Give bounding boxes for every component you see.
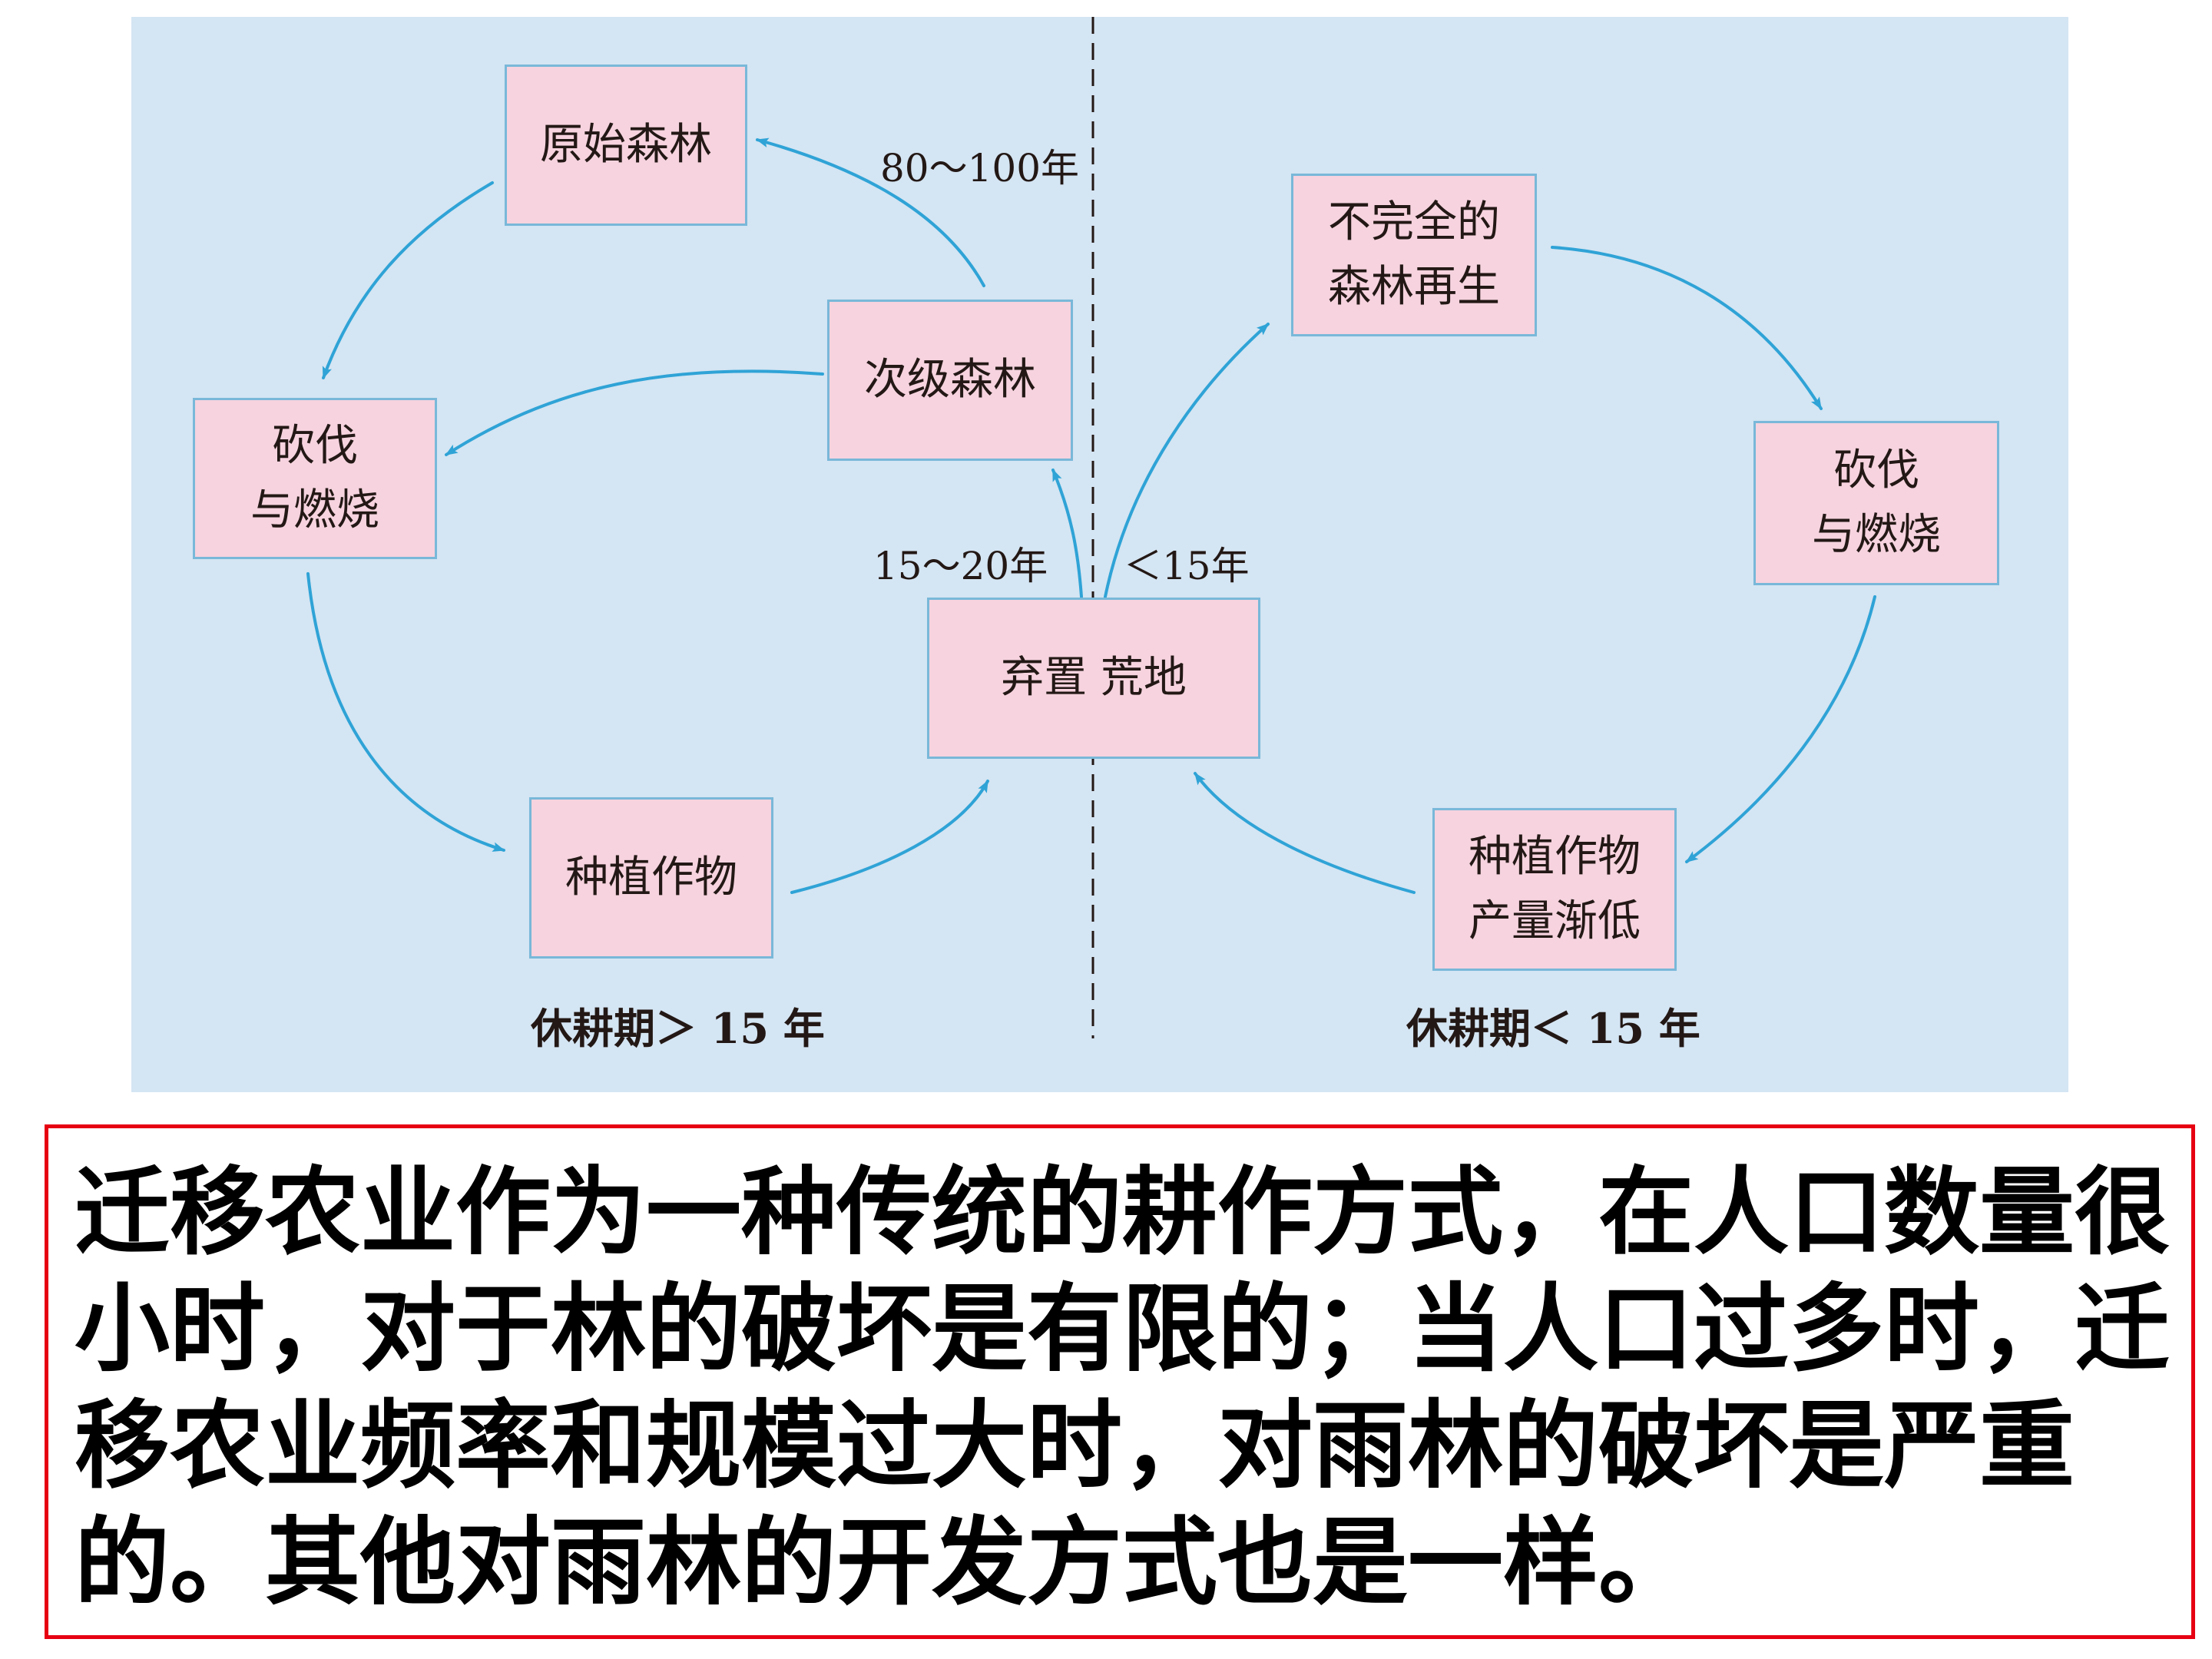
arrow-regrowth-to-right-clearing	[1551, 246, 1823, 410]
arrow-right-clearing-to-declining	[1685, 595, 1876, 863]
box-incomplete-regrowth: 不完全的 森林再生	[1291, 174, 1537, 336]
label-80-100-years: 80～100年	[880, 146, 1080, 190]
box-right-clearing-burning: 砍伐 与燃烧	[1753, 421, 1999, 585]
arrow-planting-to-abandoned	[790, 780, 989, 894]
box-left-clearing-burning: 砍伐 与燃烧	[193, 398, 437, 559]
box-abandoned-land: 弃置 荒地	[927, 598, 1260, 759]
arrow-clearing-to-planting	[306, 572, 505, 852]
caption-text: 迁移农业作为一种传统的耕作方式，在人口数量很小时，对于林的破坏是有限的；当人口过…	[75, 1157, 2171, 1618]
arrow-abandoned-to-regrowth	[1104, 323, 1270, 598]
label-15-20-years: 15～20年	[873, 544, 1048, 588]
box-secondary-forest: 次级森林	[827, 300, 1073, 461]
flow-arrows	[306, 17, 1876, 1038]
box-primary-forest: 原始森林	[505, 65, 747, 226]
caption-box: 迁移农业作为一种传统的耕作方式，在人口数量很小时，对于林的破坏是有限的；当人口过…	[45, 1124, 2195, 1639]
fallow-period-right: 休耕期＜ 15 年	[1406, 1004, 1700, 1053]
diagram-panel: 原始森林 次级森林 砍伐 与燃烧 种植作物 弃置 荒地 不完全的 森林再生 砍伐…	[131, 17, 2068, 1092]
arrow-declining-to-abandoned	[1194, 772, 1416, 894]
box-declining-yield: 种植作物 产量渐低	[1432, 808, 1677, 971]
fallow-period-left: 休耕期＞ 15 年	[531, 1004, 825, 1053]
arrow-secondary-to-left-clearing	[445, 369, 824, 456]
label-lt-15-years: ＜15年	[1124, 544, 1250, 588]
arrow-secondary-to-primary	[756, 137, 985, 287]
arrow-primary-to-clearing	[322, 181, 494, 379]
box-left-planting: 种植作物	[529, 797, 773, 959]
arrow-abandoned-to-secondary	[1051, 469, 1083, 598]
